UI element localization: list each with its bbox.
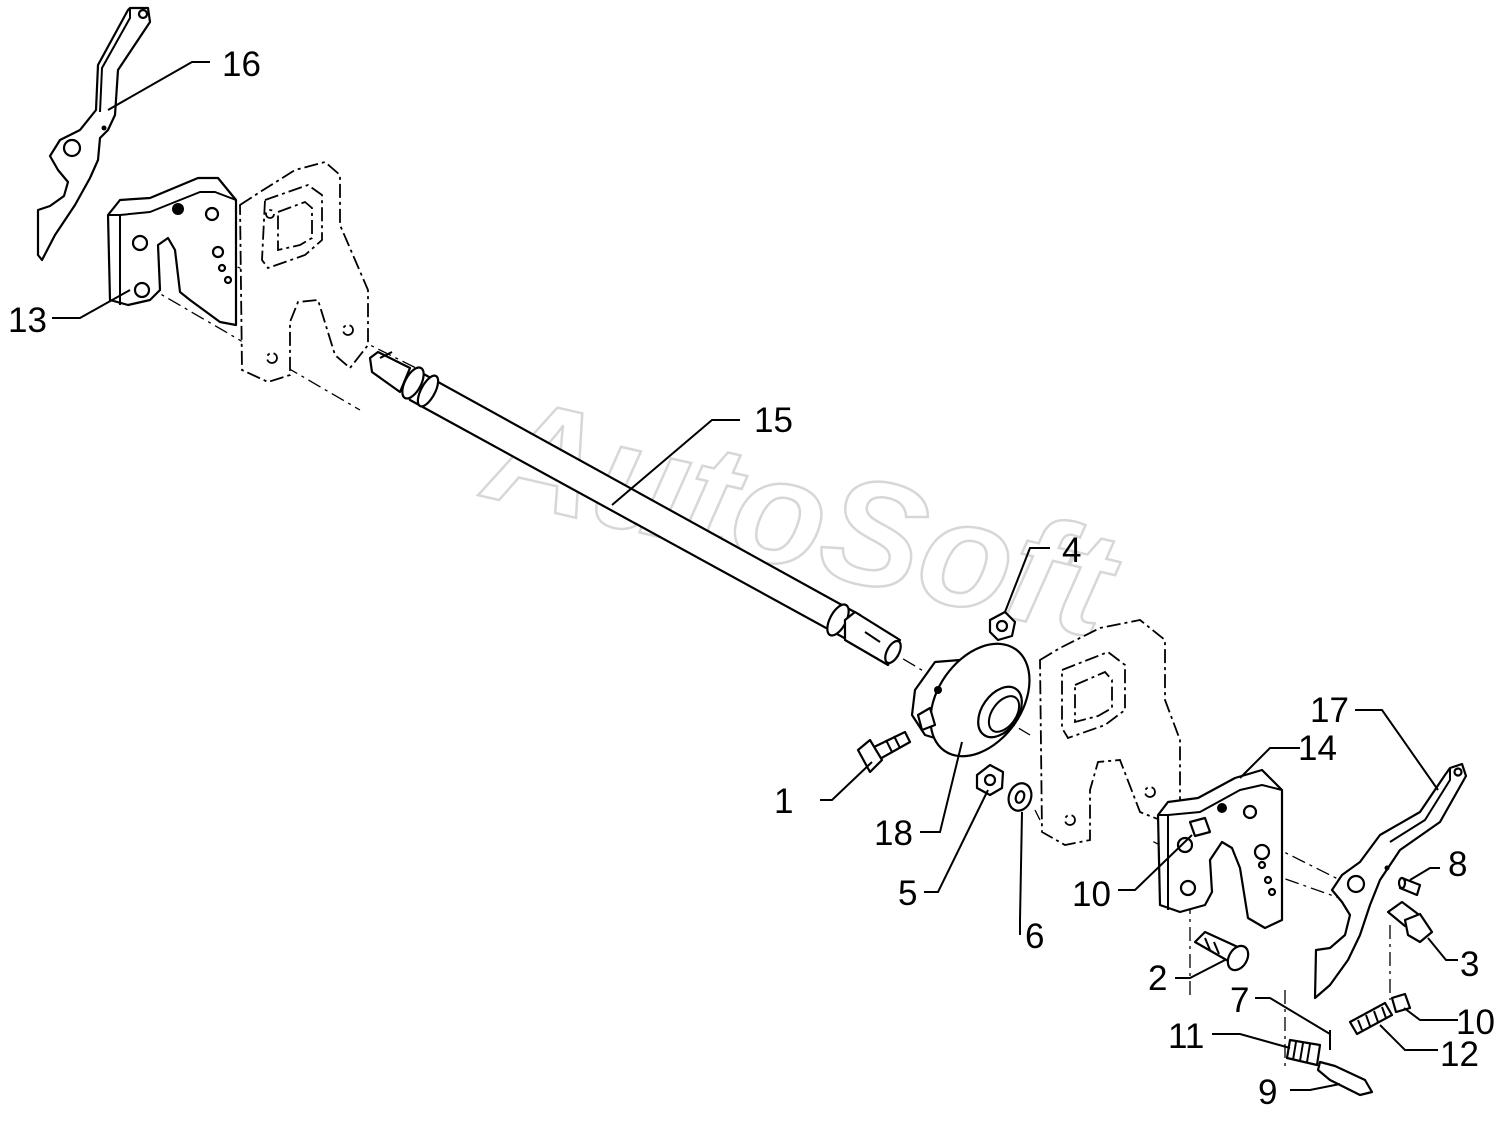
- nut-part-5: [975, 763, 1005, 797]
- frame-plate-left-phantom: [239, 161, 369, 383]
- callout-5: 5: [898, 874, 917, 913]
- leader-lines: [52, 61, 1458, 1091]
- lever-part-16: [36, 6, 152, 262]
- lever-part-17: [1313, 762, 1468, 1000]
- callout-11: 11: [1168, 1017, 1204, 1056]
- washer-part-6: [1007, 782, 1033, 812]
- callout-9: 9: [1258, 1073, 1277, 1112]
- callout-2: 2: [1148, 959, 1167, 998]
- callout-7: 7: [1230, 981, 1249, 1020]
- screw-part-2: [1193, 930, 1250, 972]
- spring-part-11: [1285, 1038, 1322, 1067]
- callout-15: 15: [754, 401, 793, 440]
- callout-12: 12: [1440, 1035, 1479, 1074]
- callout-14: 14: [1298, 729, 1337, 768]
- callout-labels: 16 13 15 4 1 18 5 6 14 10 17 8 3 2 10 12…: [8, 45, 1495, 1112]
- callout-10-lower: 10: [1456, 1003, 1495, 1042]
- watermark: AutoSoft: [470, 362, 1134, 670]
- callout-17: 17: [1310, 691, 1349, 730]
- plate-part-14: [1156, 768, 1284, 930]
- callout-4: 4: [1062, 531, 1081, 570]
- callout-8: 8: [1448, 845, 1467, 884]
- bolt-part-3: [1386, 900, 1434, 944]
- pin-part-9: [1316, 1060, 1374, 1097]
- shaft-part-15: [368, 350, 902, 667]
- flange-bushing-part-18: [910, 642, 1031, 758]
- callout-13: 13: [8, 301, 47, 340]
- callout-3: 3: [1460, 945, 1479, 984]
- callout-6: 6: [1025, 917, 1044, 956]
- frame-plate-right-phantom: [1039, 619, 1181, 846]
- callout-18: 18: [874, 814, 913, 853]
- callout-16: 16: [222, 45, 261, 84]
- plate-part-13: [106, 176, 238, 327]
- spring-part-12: [1348, 1001, 1394, 1036]
- nut-part-4: [988, 610, 1017, 642]
- bolt-part-1: [856, 730, 912, 774]
- pin-part-8: [1397, 876, 1422, 897]
- callout-10-upper: 10: [1072, 875, 1111, 914]
- pin-part-10-lower: [1390, 992, 1412, 1014]
- callout-1: 1: [774, 782, 793, 821]
- pin-part-10-upper: [1188, 816, 1212, 838]
